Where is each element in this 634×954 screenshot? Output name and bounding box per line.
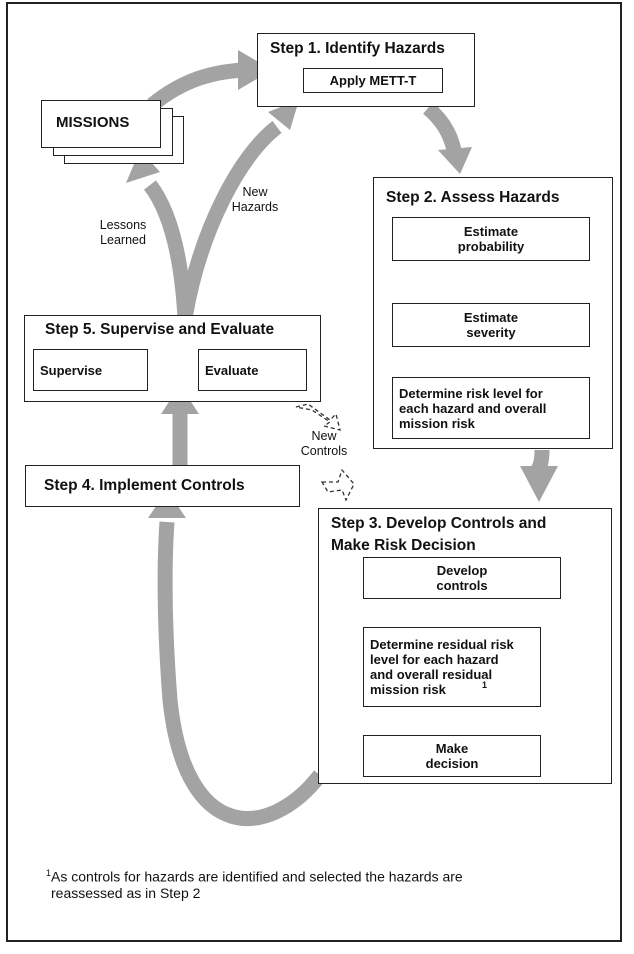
missions-label: MISSIONS bbox=[56, 114, 130, 131]
step1-box: Step 1. Identify Hazards Apply METT-T bbox=[257, 33, 475, 107]
arrowhead-step2 bbox=[438, 147, 472, 174]
dashed-arrow-new-controls bbox=[295, 403, 341, 431]
label-new-controls: New Controls bbox=[300, 429, 348, 458]
step2-determine-risk-level: Determine risk level for each hazard and… bbox=[392, 377, 590, 439]
step2-box: Step 2. Assess Hazards Estimate probabil… bbox=[373, 177, 613, 449]
arrowhead-step1 bbox=[238, 50, 272, 90]
step4-box: Step 4. Implement Controls bbox=[25, 465, 300, 507]
step3-box: Step 3. Develop Controls and Make Risk D… bbox=[318, 508, 612, 784]
missions-sheet-front: MISSIONS bbox=[41, 100, 161, 148]
footnote-marker: 1 bbox=[46, 868, 52, 878]
step5-evaluate: Evaluate bbox=[198, 349, 307, 391]
step5-title: Step 5. Supervise and Evaluate bbox=[45, 321, 275, 338]
arrowhead-step3 bbox=[520, 466, 558, 502]
label-new-hazards: New Hazards bbox=[231, 185, 279, 214]
step3-develop-controls: Develop controls bbox=[363, 557, 561, 599]
step1-apply-mett-t: Apply METT-T bbox=[303, 68, 443, 93]
label-lessons-learned: Lessons Learned bbox=[99, 218, 147, 247]
step5-supervise: Supervise bbox=[33, 349, 148, 391]
step3-footnote-marker: 1 bbox=[482, 680, 488, 690]
step2-estimate-severity: Estimate severity bbox=[392, 303, 590, 347]
arrow-missions-to-step1 bbox=[147, 62, 244, 111]
arrow-step1-to-step2 bbox=[422, 102, 462, 152]
step5-box: Step 5. Supervise and Evaluate Supervise… bbox=[24, 315, 321, 402]
arrow-new-hazards bbox=[177, 121, 282, 320]
arrowhead-missions bbox=[126, 150, 160, 183]
dashed-arrow-new-controls-2 bbox=[320, 468, 355, 502]
step2-title: Step 2. Assess Hazards bbox=[386, 189, 560, 206]
footnote-line2: reassessed as in Step 2 bbox=[51, 884, 201, 901]
step4-title: Step 4. Implement Controls bbox=[44, 477, 245, 494]
step1-title: Step 1. Identify Hazards bbox=[270, 40, 445, 57]
footnote: 1As controls for hazards are identified … bbox=[46, 865, 606, 901]
step3-determine-residual-risk: Determine residual risk level for each h… bbox=[363, 627, 541, 707]
step3-title-line2: Make Risk Decision bbox=[331, 537, 476, 554]
arrowhead-step1-new-hazards bbox=[268, 100, 299, 130]
footnote-line1: As controls for hazards are identified a… bbox=[51, 868, 463, 885]
step3-make-decision: Make decision bbox=[363, 735, 541, 777]
arrow-lessons-learned bbox=[143, 180, 193, 319]
arrow-step3-loop-to-step4 bbox=[157, 521, 326, 826]
step3-title-line1: Step 3. Develop Controls and bbox=[331, 515, 547, 532]
step2-estimate-probability: Estimate probability bbox=[392, 217, 590, 261]
